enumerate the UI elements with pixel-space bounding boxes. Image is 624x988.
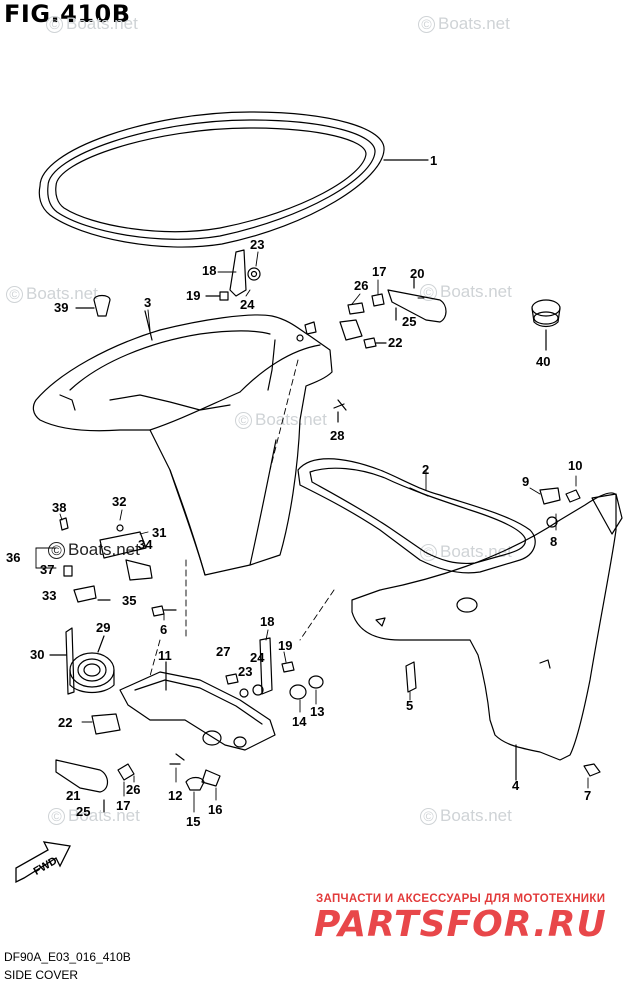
diagram-name: SIDE COVER <box>4 968 79 982</box>
plug-part <box>531 299 561 351</box>
callout-20: 20 <box>410 266 424 281</box>
callout-11: 11 <box>158 648 172 663</box>
callout-29: 29 <box>96 620 110 635</box>
watermark: ©Boats.net <box>235 410 327 430</box>
watermark: ©Boats.net <box>420 542 512 562</box>
callout-38: 38 <box>52 500 66 515</box>
brand-subtitle: ЗАПЧАСТИ И АКСЕССУАРЫ ДЛЯ МОТОТЕХНИКИ <box>316 893 606 905</box>
callout-21: 21 <box>66 788 80 803</box>
callout-16: 16 <box>208 802 222 817</box>
dashed-lines <box>149 359 335 677</box>
callout-26b: 26 <box>126 782 140 797</box>
callout-15: 15 <box>186 814 200 829</box>
callout-18b: 18 <box>260 614 274 629</box>
callout-4: 4 <box>512 778 520 793</box>
callout-37: 37 <box>40 562 54 577</box>
grommet-part <box>69 635 115 694</box>
callout-31: 31 <box>152 525 166 540</box>
callout-27: 27 <box>216 644 230 659</box>
callout-9: 9 <box>522 474 529 489</box>
callout-23b: 23 <box>238 664 252 679</box>
watermark: ©Boats.net <box>418 14 510 34</box>
seal-ring-part <box>38 111 429 248</box>
callout-7: 7 <box>584 788 591 803</box>
watermark: ©Boats.net <box>48 806 140 826</box>
callout-36: 36 <box>6 550 20 565</box>
bracket-part <box>119 661 276 751</box>
callout-33: 33 <box>42 588 56 603</box>
callout-23a: 23 <box>250 237 264 252</box>
leader-lines <box>35 251 589 813</box>
callout-22b: 22 <box>58 715 72 730</box>
watermark: ©Boats.net <box>6 284 98 304</box>
callout-30: 30 <box>30 647 44 662</box>
hardware-parts <box>59 249 601 813</box>
cable-tie-part <box>49 627 75 695</box>
callout-19b: 19 <box>278 638 292 653</box>
callout-17a: 17 <box>372 264 386 279</box>
callout-3: 3 <box>144 295 151 310</box>
callout-13: 13 <box>310 704 324 719</box>
callout-14: 14 <box>292 714 307 729</box>
fwd-arrow-icon: FWD <box>15 841 71 884</box>
upper-side-cover-part <box>32 310 333 576</box>
watermark: ©Boats.net <box>420 806 512 826</box>
callout-6: 6 <box>160 622 167 637</box>
callout-1: 1 <box>430 153 437 168</box>
callout-5: 5 <box>406 698 413 713</box>
callout-22a: 22 <box>388 335 402 350</box>
callout-40: 40 <box>536 354 550 369</box>
diagram-code: DF90A_E03_016_410B <box>4 950 131 964</box>
lower-side-cover-part <box>297 458 623 781</box>
callout-39: 39 <box>54 300 68 315</box>
callout-32: 32 <box>112 494 126 509</box>
callout-25a: 25 <box>402 314 416 329</box>
callout-26a: 26 <box>354 278 368 293</box>
callout-34: 34 <box>138 537 153 552</box>
callout-19a: 19 <box>186 288 200 303</box>
watermark: ©Boats.net <box>46 14 138 34</box>
callout-labels: 1 2 3 4 5 6 7 8 9 10 11 12 13 14 15 16 1… <box>6 153 591 829</box>
callout-8: 8 <box>550 534 557 549</box>
callout-35: 35 <box>122 593 136 608</box>
callout-12: 12 <box>168 788 182 803</box>
callout-17b: 17 <box>116 798 130 813</box>
handle-part <box>55 277 447 796</box>
watermark: ©Boats.net <box>420 282 512 302</box>
callout-2: 2 <box>422 462 429 477</box>
callout-10: 10 <box>568 458 582 473</box>
callout-25b: 25 <box>76 804 90 819</box>
callout-18a: 18 <box>202 263 216 278</box>
callout-28: 28 <box>330 428 344 443</box>
figure-title: FIG.410B <box>4 0 131 28</box>
callout-24a: 24 <box>240 297 255 312</box>
callout-24b: 24 <box>250 650 265 665</box>
brand-logo: PARTSFOR.RU <box>314 904 607 945</box>
